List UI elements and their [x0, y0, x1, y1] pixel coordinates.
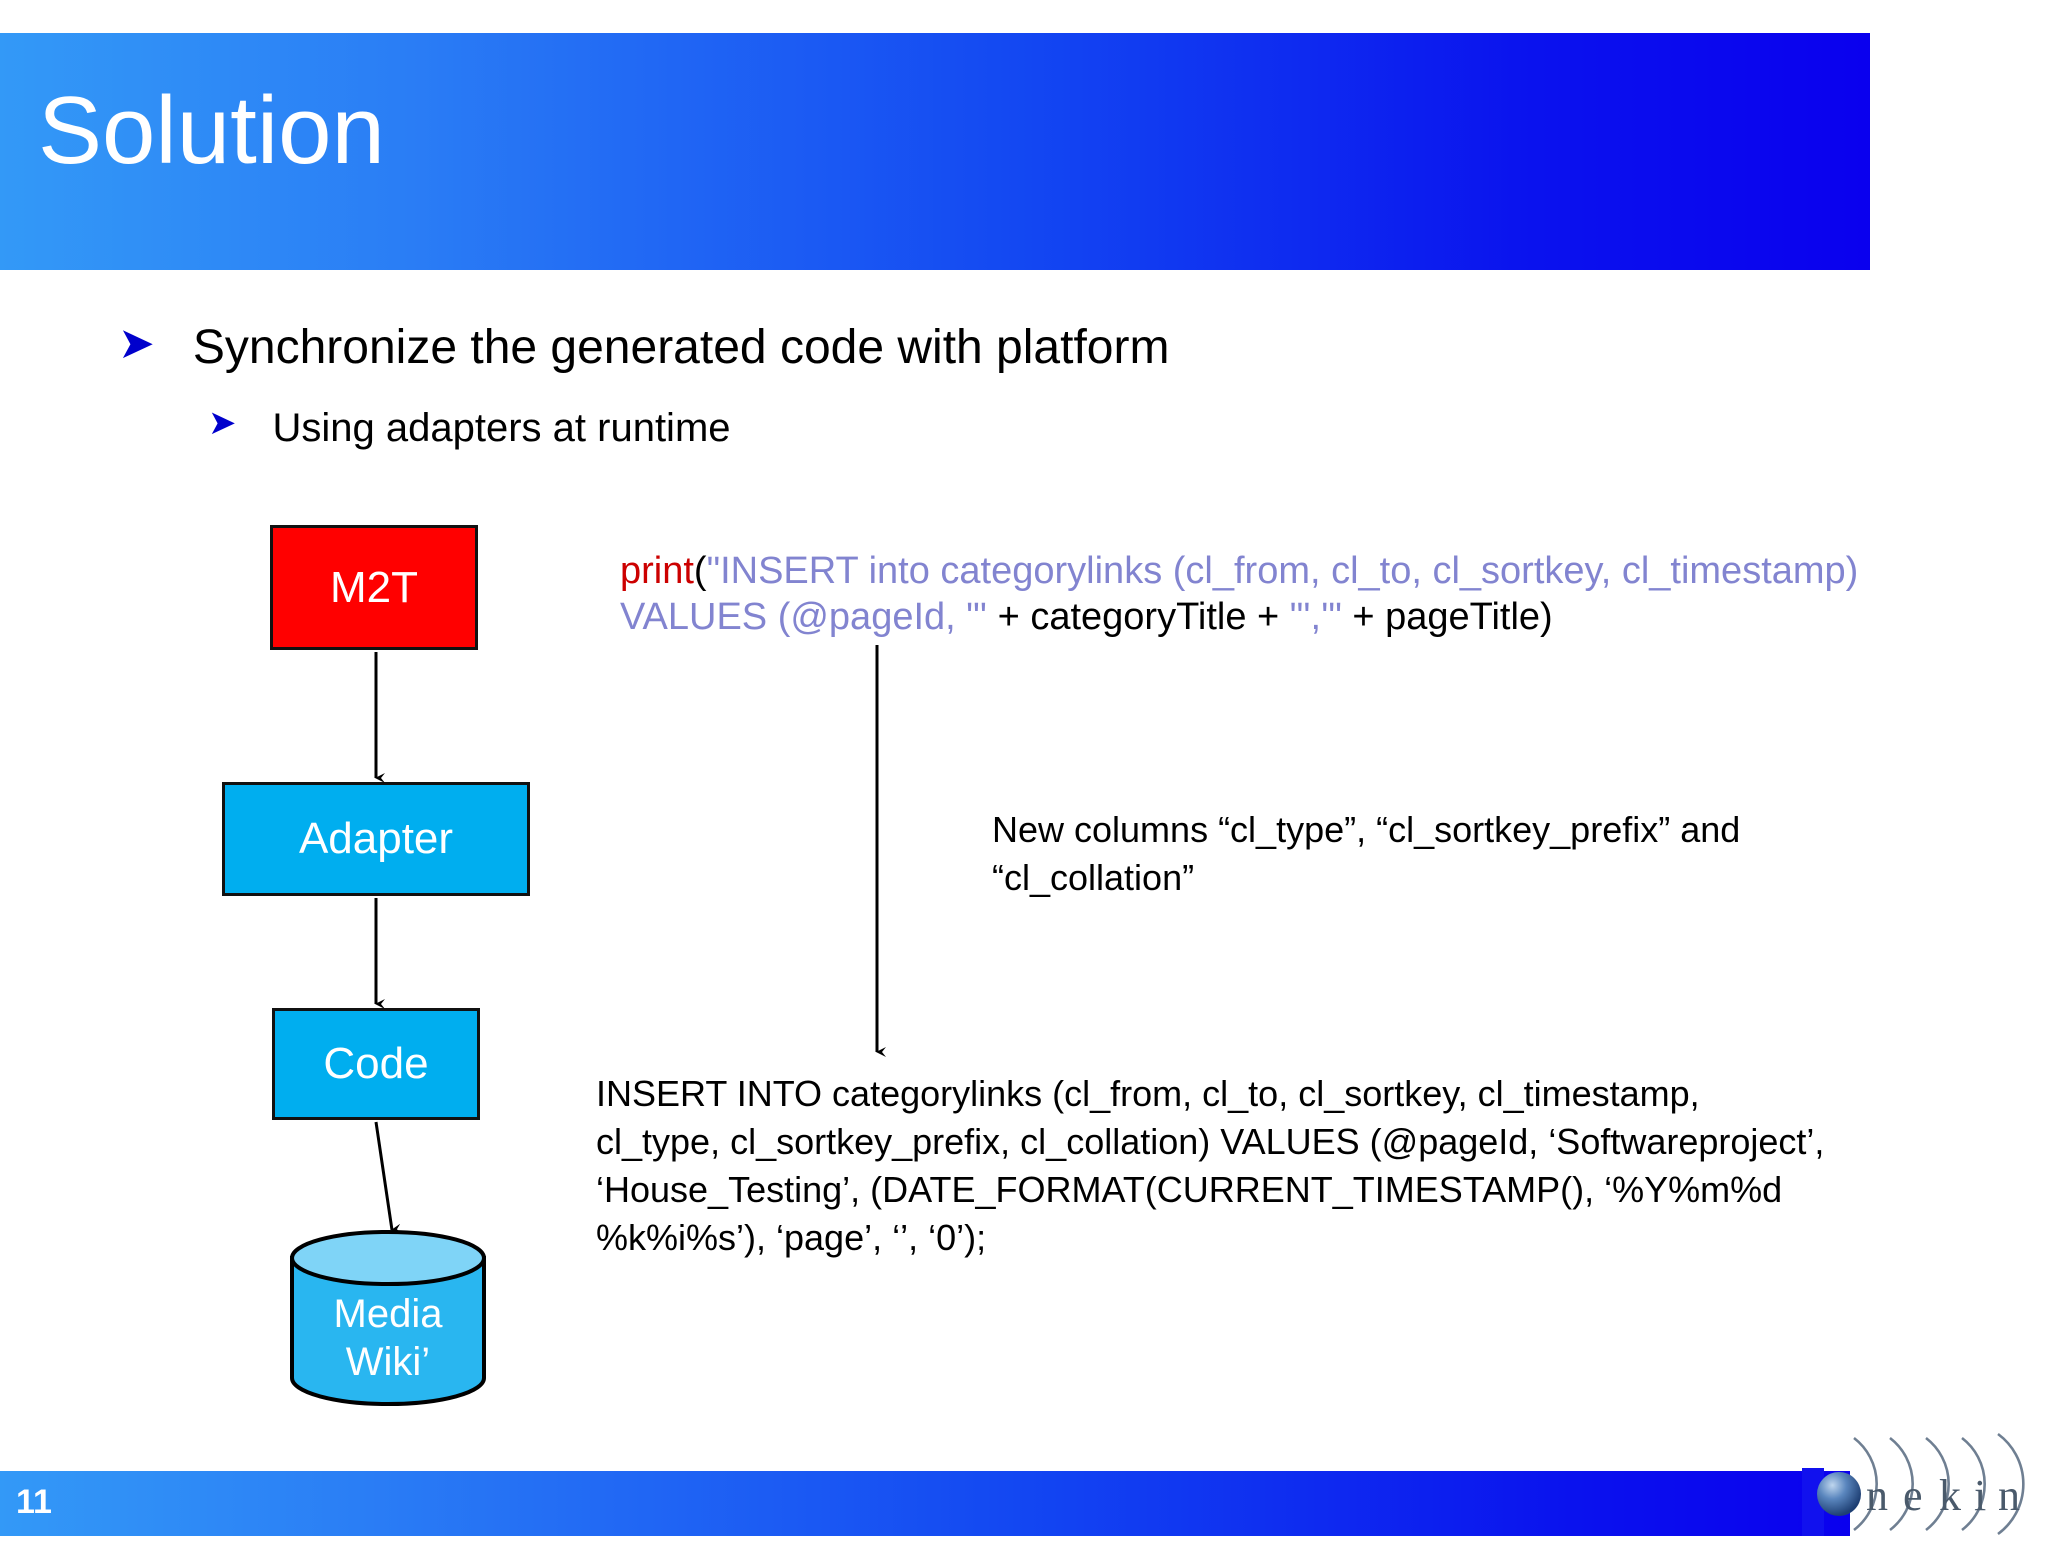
onekin-logo: n e k i n [1802, 1432, 2042, 1536]
code-snippet: print("INSERT into categorylinks (cl_fro… [620, 548, 2010, 640]
page-title: Solution [38, 77, 385, 184]
diagram-node-code-label: Code [323, 1039, 429, 1088]
new-columns-note: New columns “cl_type”, “cl_sortkey_prefi… [992, 809, 1741, 898]
result-sql-line3: ‘House_Testing’, (DATE_FORMAT(CURRENT_TI… [596, 1169, 1783, 1210]
footer-bar: 11 [0, 1471, 1850, 1536]
code-string-literal-2: VALUES (@pageId, "' [620, 596, 988, 638]
code-snippet-line2: VALUES (@pageId, "' + categoryTitle + "'… [620, 594, 2010, 640]
code-open-paren: ( [693, 550, 707, 592]
code-string-literal-3: "','" [1289, 596, 1342, 638]
diagram-node-m2t: M2T [270, 525, 478, 650]
diagram-node-code: Code [272, 1008, 480, 1120]
result-sql-line2: cl_type, cl_sortkey_prefix, cl_collation… [596, 1121, 1825, 1162]
result-sql-statement: INSERT INTO categorylinks (cl_from, cl_t… [596, 1070, 2016, 1262]
diagram-node-adapter: Adapter [222, 782, 530, 896]
diagram-node-mediawiki: Media Wiki’ [288, 1228, 488, 1408]
arrow-bullet-icon: ➤ [118, 318, 155, 369]
code-expr-2: + pageTitle) [1341, 596, 1553, 638]
bullet-level2-label: Using adapters at runtime [272, 406, 731, 450]
logo-letter-e: e [1903, 1471, 1923, 1520]
page-number: 11 [16, 1483, 52, 1521]
title-banner: Solution [0, 33, 1870, 270]
code-snippet-line1: print("INSERT into categorylinks (cl_fro… [620, 548, 2010, 594]
logo-letter-k: k [1939, 1471, 1961, 1520]
code-string-literal-1: "INSERT into categorylinks (cl_from, cl_… [706, 550, 1859, 592]
logo-letter-i: i [1974, 1471, 1986, 1520]
code-keyword-print: print [620, 550, 694, 592]
logo-letter-n2: n [1998, 1471, 2020, 1520]
bullet-level2: ➤ Using adapters at runtime [208, 406, 731, 450]
result-sql-line1: INSERT INTO categorylinks (cl_from, cl_t… [596, 1073, 1700, 1114]
database-cylinder-icon [290, 1230, 486, 1406]
code-expr-1: + categoryTitle + [987, 596, 1290, 638]
edge-code-to-mediawiki [374, 1121, 402, 1234]
diagram-node-m2t-label: M2T [330, 562, 418, 612]
onekin-logo-icon: n e k i n [1802, 1432, 2025, 1536]
bullet-level1: ➤ Synchronize the generated code with pl… [118, 322, 1169, 374]
bullet-level1-label: Synchronize the generated code with plat… [192, 321, 1170, 374]
result-sql-line4: %k%i%s’), ‘page’, ‘’, ‘0’); [596, 1217, 987, 1258]
diagram-node-adapter-label: Adapter [298, 814, 454, 863]
arrow-bullet-icon: ➤ [208, 403, 237, 443]
logo-letter-n: n [1866, 1471, 1888, 1520]
